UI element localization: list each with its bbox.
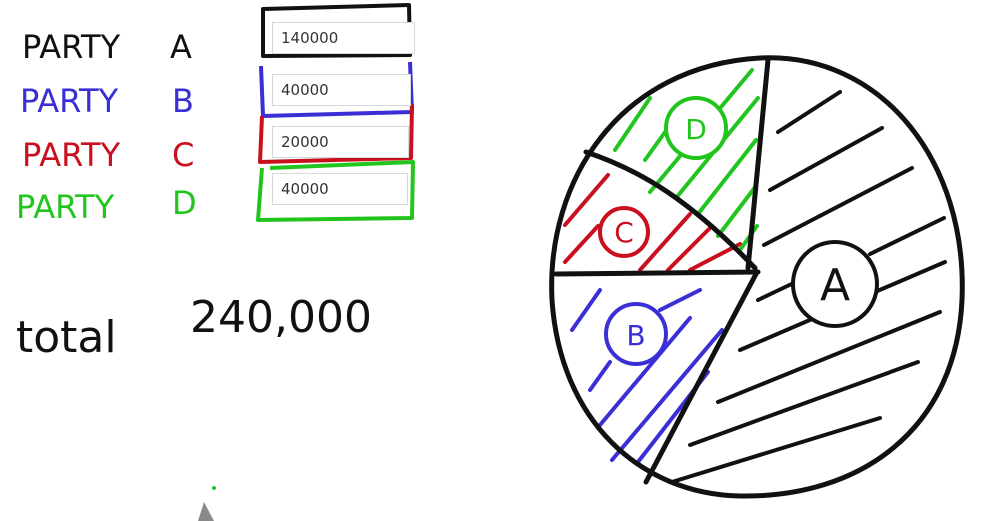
party-c-box (258, 103, 414, 164)
party-d-prefix: PARTY (16, 188, 115, 226)
party-b-value-input[interactable] (272, 74, 411, 106)
slice-label-a: A (791, 240, 879, 328)
party-d-value-input[interactable] (272, 173, 408, 205)
party-a-prefix: PARTY (22, 28, 121, 66)
party-a-box (261, 3, 412, 58)
party-b-letter: B (172, 82, 194, 120)
total-label: total (16, 312, 117, 363)
divider-b-a (643, 271, 759, 485)
slice-c-letter: C (614, 216, 634, 249)
slice-label-d: D (664, 96, 728, 160)
slice-label-c: C (598, 206, 650, 258)
slice-b-letter: B (626, 319, 645, 352)
total-value: 240,000 (190, 292, 372, 343)
party-d-letter: D (172, 184, 197, 222)
ink-dot (212, 486, 216, 490)
slice-a-circle (791, 240, 879, 328)
slice-b-circle (604, 302, 668, 366)
party-b-label: PARTY B (20, 82, 194, 120)
party-b-box (259, 61, 414, 118)
party-a-letter: A (170, 28, 192, 66)
slice-d-letter: D (685, 113, 707, 146)
divider-c-b (553, 269, 761, 277)
pie-chart: A B C D (549, 55, 965, 499)
pen-tip-icon (198, 502, 214, 521)
party-d-label: PARTY D (16, 184, 197, 226)
divider-a-d (745, 57, 771, 271)
party-a-label: PARTY A (22, 28, 192, 66)
divider-d-c (583, 149, 758, 271)
pie-outline (549, 55, 965, 499)
party-a-value-input[interactable] (272, 22, 415, 54)
party-c-prefix: PARTY (22, 136, 121, 174)
slice-b-hatch (570, 288, 724, 464)
slice-a-letter: A (820, 260, 850, 311)
party-c-value-input[interactable] (272, 126, 409, 158)
slice-c-circle (598, 206, 650, 258)
party-c-label: PARTY C (22, 136, 194, 174)
slice-label-b: B (604, 302, 668, 366)
party-d-box (256, 160, 415, 222)
slice-d-circle (664, 96, 728, 160)
slice-c-hatch (563, 173, 742, 272)
party-c-letter: C (172, 136, 194, 174)
party-b-prefix: PARTY (20, 82, 119, 120)
